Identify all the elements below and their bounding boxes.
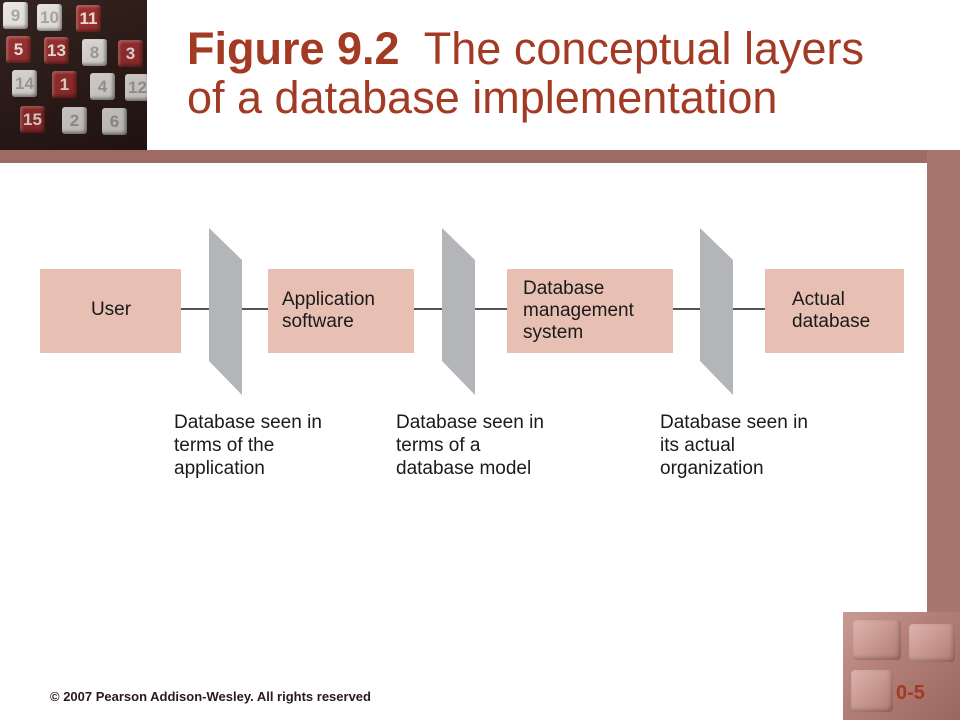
logo-tile: 3	[118, 40, 143, 67]
logo-tile: 2	[62, 107, 87, 134]
box-dbms-label-line: management	[523, 300, 635, 321]
caption-line: database model	[396, 458, 531, 479]
layer-panel-application-view	[209, 228, 242, 395]
title-text-1: The conceptual layers	[423, 23, 865, 74]
diagram-panel: User Application software Database manag…	[0, 163, 927, 612]
logo-tile: 4	[90, 73, 115, 100]
logo-tile: 5	[6, 36, 31, 63]
box-actual-database: Actual database	[765, 269, 904, 353]
logo-tile: 12	[125, 74, 147, 101]
title-line-2: of a database implementation	[187, 72, 778, 123]
logo-tile: 15	[20, 106, 45, 133]
logo-tile: 13	[44, 37, 69, 64]
box-application-software: Application software	[268, 269, 414, 353]
logo-tile: 8	[82, 39, 107, 66]
box-user: User	[40, 269, 181, 353]
caption-line: its actual	[660, 435, 735, 456]
box-actual-db-label-line: Actual	[792, 289, 845, 310]
logo-tile: 10	[37, 4, 62, 31]
copyright-notice: © 2007 Pearson Addison-Wesley. All right…	[50, 689, 371, 704]
layer-panel-actual-view	[700, 228, 733, 395]
corner-decoration	[843, 612, 960, 720]
box-dbms-label-line: Database	[523, 278, 604, 299]
box-user-label: User	[91, 299, 132, 320]
caption-line: Database seen in	[174, 412, 322, 433]
logo-shade	[0, 0, 147, 150]
decor-key	[853, 620, 901, 660]
caption-line: terms of the	[174, 435, 274, 456]
slide-number: 0-5	[896, 682, 925, 704]
logo-tile: 11	[76, 5, 101, 32]
caption-line: application	[174, 458, 265, 479]
box-dbms-label-line: system	[523, 322, 583, 343]
caption-line: Database seen in	[396, 412, 544, 433]
title-line-1: Figure 9.2 The conceptual layers	[187, 24, 947, 73]
logo-tile: 14	[12, 70, 37, 97]
caption-line: Database seen in	[660, 412, 808, 433]
puzzle-logo: 9 10 11 5 13 8 3 14 1 4 12 15 2 6	[0, 0, 147, 150]
top-band	[0, 150, 960, 163]
caption-actual-view: Database seen in its actual organization	[660, 412, 808, 479]
box-actual-db-label-line: database	[792, 311, 870, 332]
layer-panels	[209, 228, 733, 395]
logo-tile: 6	[102, 108, 127, 135]
caption-line: organization	[660, 458, 764, 479]
layers-diagram: User Application software Database manag…	[40, 228, 904, 479]
caption-model-view: Database seen in terms of a database mod…	[396, 412, 544, 479]
slide-title: Figure 9.2 The conceptual layers of a da…	[187, 24, 947, 122]
box-application-label-line: software	[282, 311, 354, 332]
box-application-label-line: Application	[282, 289, 375, 310]
decor-key	[851, 670, 893, 712]
figure-number: Figure 9.2	[187, 23, 400, 74]
layer-panel-model-view	[442, 228, 475, 395]
caption-line: terms of a	[396, 435, 481, 456]
logo-tile: 9	[3, 2, 28, 29]
decor-key	[909, 624, 955, 662]
caption-application-view: Database seen in terms of the applicatio…	[174, 412, 322, 479]
box-dbms: Database management system	[507, 269, 673, 353]
logo-tile: 1	[52, 71, 77, 98]
